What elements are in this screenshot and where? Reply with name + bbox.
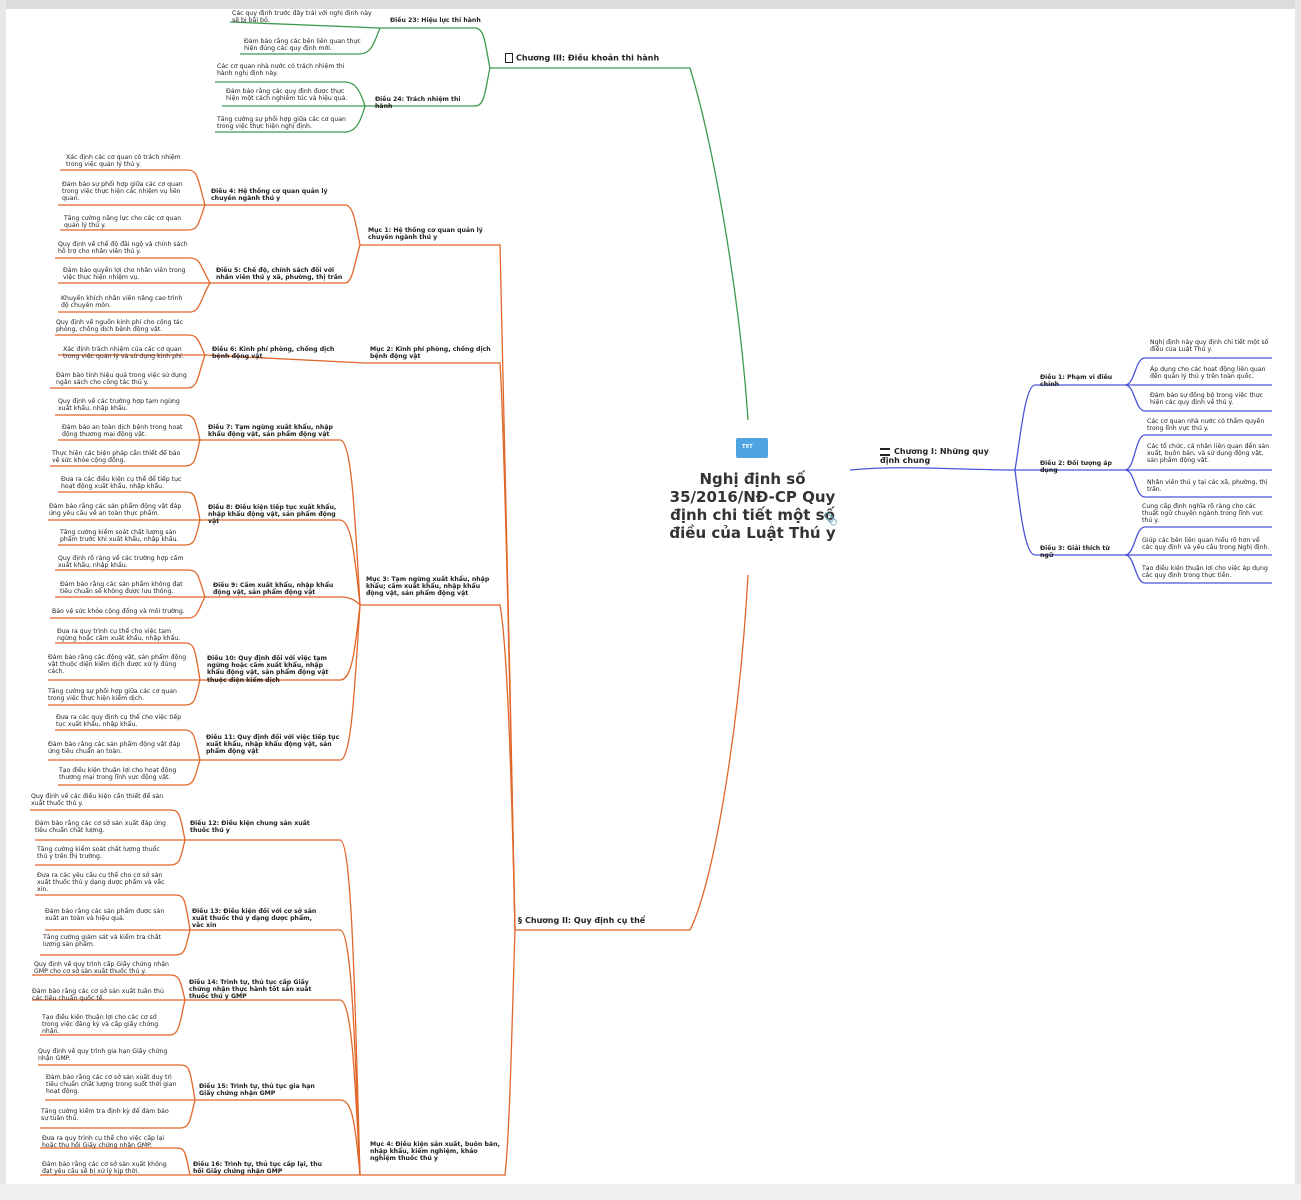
document-icon [505, 53, 513, 63]
file-icon[interactable]: TXT [736, 438, 768, 458]
leaf-node[interactable]: Thực hiện các biện pháp cần thiết để bảo… [52, 450, 181, 465]
leaf-node[interactable]: Quy định về các điều kiện cần thiết để s… [31, 793, 164, 808]
leaf-node[interactable]: Khuyến khích nhân viên nâng cao trình độ… [61, 295, 183, 310]
chapter-2-topic[interactable]: §Chương II: Quy định cụ thể [518, 916, 688, 925]
section-2-node[interactable]: Mục 2: Kinh phí phòng, chống dịch bệnh đ… [370, 346, 491, 361]
leaf-node[interactable]: Đảm bảo rằng các cơ sở sản xuất không đạ… [42, 1161, 167, 1176]
leaf-node[interactable]: Tạo điều kiện thuận lợi cho hoạt động th… [59, 767, 177, 782]
leaf-node[interactable]: Đảm bảo sự phối hợp giữa các cơ quan tro… [62, 181, 183, 203]
leaf-node[interactable]: Đưa ra quy trình cụ thể cho việc cấp lại… [42, 1135, 165, 1150]
section-icon: § [518, 916, 522, 925]
blue-branch-lines [849, 357, 1272, 584]
window-left-edge [0, 0, 6, 1200]
window-right-edge [1295, 0, 1301, 1200]
article-3-node[interactable]: Điều 3: Giải thích từ ngữ [1040, 545, 1110, 560]
central-topic[interactable]: Nghị định số 35/2016/NĐ-CP Quy định chi … [669, 470, 836, 542]
leaf-node[interactable]: Đảm bảo quyền lợi cho nhân viên trong vi… [63, 267, 186, 282]
leaf-node[interactable]: Đưa ra các yêu cầu cụ thể cho cơ sở sản … [37, 872, 165, 894]
article-11-node[interactable]: Điều 11: Quy định đối với việc tiếp tục … [206, 734, 340, 756]
green-branch-lines [215, 21, 749, 421]
leaf-node[interactable]: Đảm bảo rằng các quy định được thực hiện… [226, 88, 348, 103]
window-bottom-bar [0, 1184, 1301, 1200]
section-3-node[interactable]: Mục 3: Tạm ngừng xuất khẩu, nhập khẩu; c… [366, 576, 490, 598]
article-13-node[interactable]: Điều 13: Điều kiện đối với cơ sở sản xuấ… [192, 908, 317, 930]
leaf-node[interactable]: Tạo điều kiện thuận lợi cho việc áp dụng… [1142, 565, 1268, 580]
leaf-node[interactable]: Đưa ra các điều kiện cụ thể để tiếp tục … [61, 476, 182, 491]
leaf-node[interactable]: Tăng cường sự phối hợp giữa các cơ quan … [217, 116, 346, 131]
leaf-node[interactable]: Nhân viên thú y tại các xã, phường, thị … [1147, 479, 1268, 494]
leaf-node[interactable]: Các quy định trước đây trái với nghị địn… [232, 10, 372, 25]
leaf-node[interactable]: Đảm bảo rằng các cơ sở sản xuất duy trì … [46, 1074, 177, 1096]
window-top-bar [0, 0, 1301, 9]
article-4-node[interactable]: Điều 4: Hệ thống cơ quan quản lý chuyên … [211, 188, 328, 203]
chapter-3-title: Chương III: Điều khoản thi hành [516, 53, 660, 63]
leaf-node[interactable]: Đảm bảo rằng các cơ sở sản xuất đáp ứng … [35, 820, 166, 835]
leaf-node[interactable]: Quy định về nguồn kinh phí cho công tác … [56, 319, 184, 334]
leaf-node[interactable]: Các cơ quan nhà nước có thẩm quyền trong… [1147, 418, 1265, 433]
leaf-node[interactable]: Đảm bảo tính hiệu quả trong việc sử dụng… [56, 372, 187, 387]
leaf-node[interactable]: Đưa ra quy trình cụ thể cho việc tạm ngừ… [57, 628, 181, 643]
article-1-node[interactable]: Điều 1: Phạm vi điều chỉnh [1040, 374, 1113, 389]
orange-branch-lines [30, 169, 749, 1176]
article-8-node[interactable]: Điều 8: Điều kiện tiếp tục xuất khẩu, nh… [208, 504, 337, 526]
leaf-node[interactable]: Quy định về chế độ đãi ngộ và chính sách… [58, 241, 188, 256]
leaf-node[interactable]: Áp dụng cho các hoạt động liên quan đến … [1150, 366, 1266, 381]
file-icon-label: TXT [742, 444, 753, 450]
leaf-node[interactable]: Các tổ chức, cá nhân liên quan đến sản x… [1147, 443, 1270, 465]
section-4-node[interactable]: Mục 4: Điều kiện sản xuất, buôn bán, nhậ… [370, 1141, 500, 1163]
leaf-node[interactable]: Tăng cường kiểm soát chất lượng thuốc th… [37, 846, 160, 861]
leaf-node[interactable]: Tăng cường năng lực cho các cơ quan quản… [64, 215, 182, 230]
article-5-node[interactable]: Điều 5: Chế độ, chính sách đối với nhân … [216, 267, 343, 282]
article-12-node[interactable]: Điều 12: Điều kiện chung sản xuất thuốc … [190, 820, 310, 835]
leaf-node[interactable]: Xác định các cơ quan có trách nhiệm tron… [66, 154, 181, 169]
chapter-2-title: Chương II: Quy định cụ thể [525, 916, 646, 925]
leaf-node[interactable]: Tăng cường giám sát và kiểm tra chất lượ… [43, 934, 161, 949]
leaf-node[interactable]: Đảm bảo rằng các sản phẩm động vật đáp ứ… [48, 741, 181, 756]
chapter-1-title: Chương I: Những quy định chung [880, 447, 989, 465]
leaf-node[interactable]: Tăng cường kiểm tra định kỳ để đảm bảo s… [41, 1108, 169, 1123]
section-1-node[interactable]: Mục 1: Hệ thống cơ quan quản lý chuyên n… [368, 227, 483, 242]
leaf-node[interactable]: Tăng cường sự phối hợp giữa các cơ quan … [48, 688, 177, 703]
article-14-node[interactable]: Điều 14: Trình tự, thủ tục cấp Giấy chứn… [189, 979, 312, 1001]
article-9-node[interactable]: Điều 9: Cấm xuất khẩu, nhập khẩu động vậ… [213, 582, 334, 597]
chapter-3-topic[interactable]: Chương III: Điều khoản thi hành [505, 53, 685, 63]
leaf-node[interactable]: Tạo điều kiện thuận lợi cho các cơ sở tr… [42, 1014, 159, 1036]
leaf-node[interactable]: Đảm bảo rằng các động vật, sản phẩm động… [48, 654, 187, 676]
leaf-node[interactable]: Cung cấp định nghĩa rõ ràng cho các thuậ… [1142, 503, 1263, 525]
article-2-node[interactable]: Điều 2: Đối tượng áp dụng [1040, 460, 1112, 475]
leaf-node[interactable]: Tăng cường kiểm soát chất lượng sản phẩm… [60, 529, 179, 544]
article-15-node[interactable]: Điều 15: Trình tự, thủ tục gia hạn Giấy … [199, 1083, 315, 1098]
article-23-node[interactable]: Điều 23: Hiệu lực thi hành [390, 17, 481, 24]
article-7-node[interactable]: Điều 7: Tạm ngừng xuất khẩu, nhập khẩu đ… [208, 424, 333, 439]
leaf-node[interactable]: Xác định trách nhiệm của các cơ quan tro… [63, 346, 184, 361]
leaf-node[interactable]: Quy định rõ ràng về các trường hợp cấm x… [58, 555, 184, 570]
leaf-node[interactable]: Đảm bảo rằng các sản phẩm không đạt tiêu… [60, 581, 183, 596]
chapter-1-topic[interactable]: Chương I: Những quy định chung [880, 447, 1010, 465]
leaf-node[interactable]: Đảm bảo rằng các sản phẩm động vật đáp ứ… [49, 503, 182, 518]
leaf-node[interactable]: Đảm bảo rằng các cơ sở sản xuất tuân thủ… [32, 988, 164, 1003]
leaf-node[interactable]: Đảm bảo rằng các bên liên quan thực hiện… [244, 38, 361, 53]
leaf-node[interactable]: Bảo vệ sức khỏe cộng đồng và môi trường. [52, 608, 185, 615]
leaf-node[interactable]: Đưa ra các quy định cụ thể cho việc tiếp… [56, 714, 182, 729]
article-6-node[interactable]: Điều 6: Kinh phí phòng, chống dịch bệnh … [212, 346, 335, 361]
leaf-node[interactable]: Quy định về các trường hợp tạm ngừng xuấ… [58, 398, 180, 413]
leaf-node[interactable]: Giúp các bên liên quan hiểu rõ hơn về cá… [1142, 537, 1270, 552]
leaf-node[interactable]: Đảm bảo an toàn dịch bệnh trong hoạt độn… [62, 424, 183, 439]
leaf-node[interactable]: Đảm bảo rằng các sản phẩm được sản xuất … [45, 908, 165, 923]
paperclip-icon[interactable]: 📎 [823, 512, 838, 526]
leaf-node[interactable]: Nghị định này quy định chi tiết một số đ… [1150, 339, 1269, 354]
leaf-node[interactable]: Quy định về quy trình gia hạn Giấy chứng… [38, 1048, 168, 1063]
leaf-node[interactable]: Đảm bảo sự đồng bộ trong việc thực hiện … [1150, 392, 1264, 407]
article-10-node[interactable]: Điều 10: Quy định đối với việc tạm ngừng… [207, 655, 329, 684]
article-16-node[interactable]: Điều 16: Trình tự, thủ tục cấp lại, thu … [193, 1161, 323, 1176]
article-24-node[interactable]: Điều 24: Trách nhiệm thi hành [375, 96, 461, 111]
list-icon [880, 447, 890, 456]
leaf-node[interactable]: Quy định về quy trình cấp Giấy chứng nhậ… [34, 961, 169, 976]
leaf-node[interactable]: Các cơ quan nhà nước có trách nhiệm thi … [217, 63, 345, 78]
